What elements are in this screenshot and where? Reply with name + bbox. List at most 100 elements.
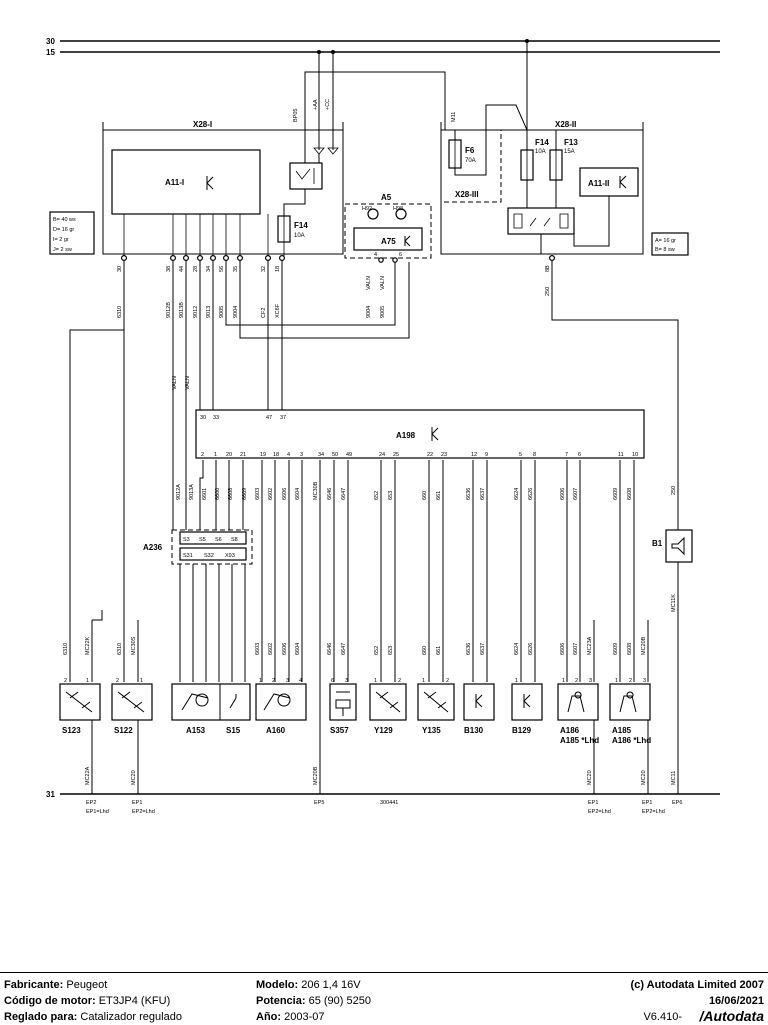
a198-top-pin: 37 <box>280 415 286 421</box>
ground-point: EP1 <box>132 800 142 806</box>
a198-pin: 34 <box>318 452 324 458</box>
ground-point: EP5 <box>314 800 324 806</box>
year-value: 2003-07 <box>284 1011 325 1023</box>
b1-box <box>665 529 693 563</box>
wire-label: 6602 <box>268 643 274 655</box>
a198-output-wires: 9012A 9013A 6601 6600 6608 6609 6603 660… <box>176 460 635 794</box>
a198-pin: 11 <box>618 452 624 458</box>
a185-label: A185 <box>612 726 632 735</box>
supply-rails: 30 1 5 3 1 <box>46 37 720 799</box>
legend-left-line: D= 16 gr <box>53 227 74 233</box>
ground-point: EP1 <box>642 800 652 806</box>
wire-label: 9012A <box>176 484 182 500</box>
wire-label: 652 <box>374 491 380 500</box>
component-pin: 1 <box>422 678 425 684</box>
injector-icon <box>423 691 449 713</box>
wire-label: 6606 <box>560 488 566 500</box>
wire-label: 653 <box>388 491 394 500</box>
component-pin: 4 <box>299 678 302 684</box>
component-pin: 1 <box>140 678 143 684</box>
wire-label: 6609 <box>242 488 248 500</box>
wire-label: 6606 <box>282 643 288 655</box>
component-y135: Y135 660 661 1 2 <box>417 646 455 735</box>
x28-pin: 32 <box>261 266 267 272</box>
s123-label: S123 <box>62 726 81 735</box>
sensor-icon <box>475 694 483 708</box>
component-pin: 1 <box>374 678 377 684</box>
wire-label: 660 <box>422 491 428 500</box>
ecu-symbol-icon <box>206 176 214 190</box>
legend-right-line: B= 8 sw <box>655 247 675 253</box>
a236-cell: X93 <box>225 553 235 559</box>
power-value: 65 (90) 5250 <box>308 995 371 1007</box>
wire-label: MC20B <box>313 766 319 785</box>
x28-pin: 38 <box>166 266 172 272</box>
wire-label: MC30S <box>131 636 137 655</box>
wiring-diagram: 30 1 5 3 1 X28-I A11-I BP05 +AA +CC F14 10… <box>46 37 720 815</box>
component-a160: A160 6603 6602 6606 6604 1 2 3 4 <box>255 643 307 735</box>
f6-rating: 70A <box>465 158 476 164</box>
x28-iii-label: X28-III <box>455 190 479 199</box>
a198-pin: 23 <box>441 452 447 458</box>
wire-label: 250 <box>545 287 551 296</box>
component-pin: 1 <box>259 678 262 684</box>
wire-label: 660 <box>422 646 428 655</box>
component-a153-s15: A153 S15 <box>171 683 251 735</box>
a75-label: A75 <box>381 237 396 246</box>
legend-left-line: I= 2 gr <box>53 237 69 243</box>
manufacturer-row: Fabricante: Peugeot <box>4 979 107 991</box>
seat-icon <box>567 691 585 713</box>
x28-pin: 44 <box>179 266 185 272</box>
wire-label: 6603 <box>255 488 261 500</box>
component-pin: 3 <box>643 678 646 684</box>
s357-label: S357 <box>330 726 349 735</box>
a198-top-pin: 30 <box>200 415 206 421</box>
a198-pin: 5 <box>519 452 522 458</box>
wire-label: 6602 <box>268 488 274 500</box>
a198-pin: 10 <box>632 452 638 458</box>
valn-label: VALN <box>172 376 178 390</box>
wire-label: MC22A <box>85 766 91 785</box>
component-pin: 1 <box>562 678 565 684</box>
component-pin: 2 <box>116 678 119 684</box>
a198-pin: 21 <box>240 452 246 458</box>
legend-left <box>49 211 95 255</box>
wire-label: 6647 <box>341 488 347 500</box>
wire-label: 6609 <box>613 488 619 500</box>
a186-sublabel: A185 *Lhd <box>560 736 599 745</box>
model-label: Modelo: <box>256 979 299 991</box>
ground-point: EP6 <box>672 800 682 806</box>
engine-value: ET3JP4 (KFU) <box>98 995 171 1007</box>
component-b129: B129 6624 6626 1 <box>511 643 543 735</box>
wire-label: 6608 <box>228 488 234 500</box>
x28-i-outputs: 30 38 44 28 34 56 35 32 18 6310 9012B 90… <box>69 214 410 635</box>
connector-a236: A236 S3 S5 S6 S8 S31 S32 X93 <box>143 529 253 682</box>
a236-cell: S31 <box>183 553 193 559</box>
a198-label: A198 <box>396 431 416 440</box>
a5-dashed-box <box>344 203 432 259</box>
x28-ii-pin: 8B <box>545 265 551 272</box>
power-row: Potencia: 65 (90) 5250 <box>256 995 371 1007</box>
a11-i-label: A11-I <box>165 178 184 187</box>
sensor-icon <box>523 694 531 708</box>
wire-label: CF2 <box>261 308 267 318</box>
legend-left-line: J= 2 sw <box>53 247 72 253</box>
y129-label: Y129 <box>374 726 393 735</box>
connector-x28-i: X28-I A11-I BP05 +AA +CC F14 10A B= 40 w… <box>49 52 446 255</box>
a198-top-pin: 47 <box>266 415 272 421</box>
component-pin: 1 <box>615 678 618 684</box>
a198-pin: 20 <box>226 452 232 458</box>
relay-x28-ii <box>507 207 575 235</box>
s15-label: S15 <box>226 726 241 735</box>
wire-label: 6603 <box>255 643 261 655</box>
a236-box <box>171 529 253 565</box>
rail-30-label: 30 <box>46 37 55 46</box>
model-row: Modelo: 206 1,4 16V <box>256 979 361 991</box>
a153-label: A153 <box>186 726 206 735</box>
a236-cell: S32 <box>204 553 214 559</box>
component-pin: 2 <box>629 678 632 684</box>
wire-label: 9004 <box>366 306 372 318</box>
ecu-symbol-icon <box>431 427 439 441</box>
a198-pin: 1 <box>214 452 217 458</box>
a236-cell: S6 <box>215 537 222 543</box>
